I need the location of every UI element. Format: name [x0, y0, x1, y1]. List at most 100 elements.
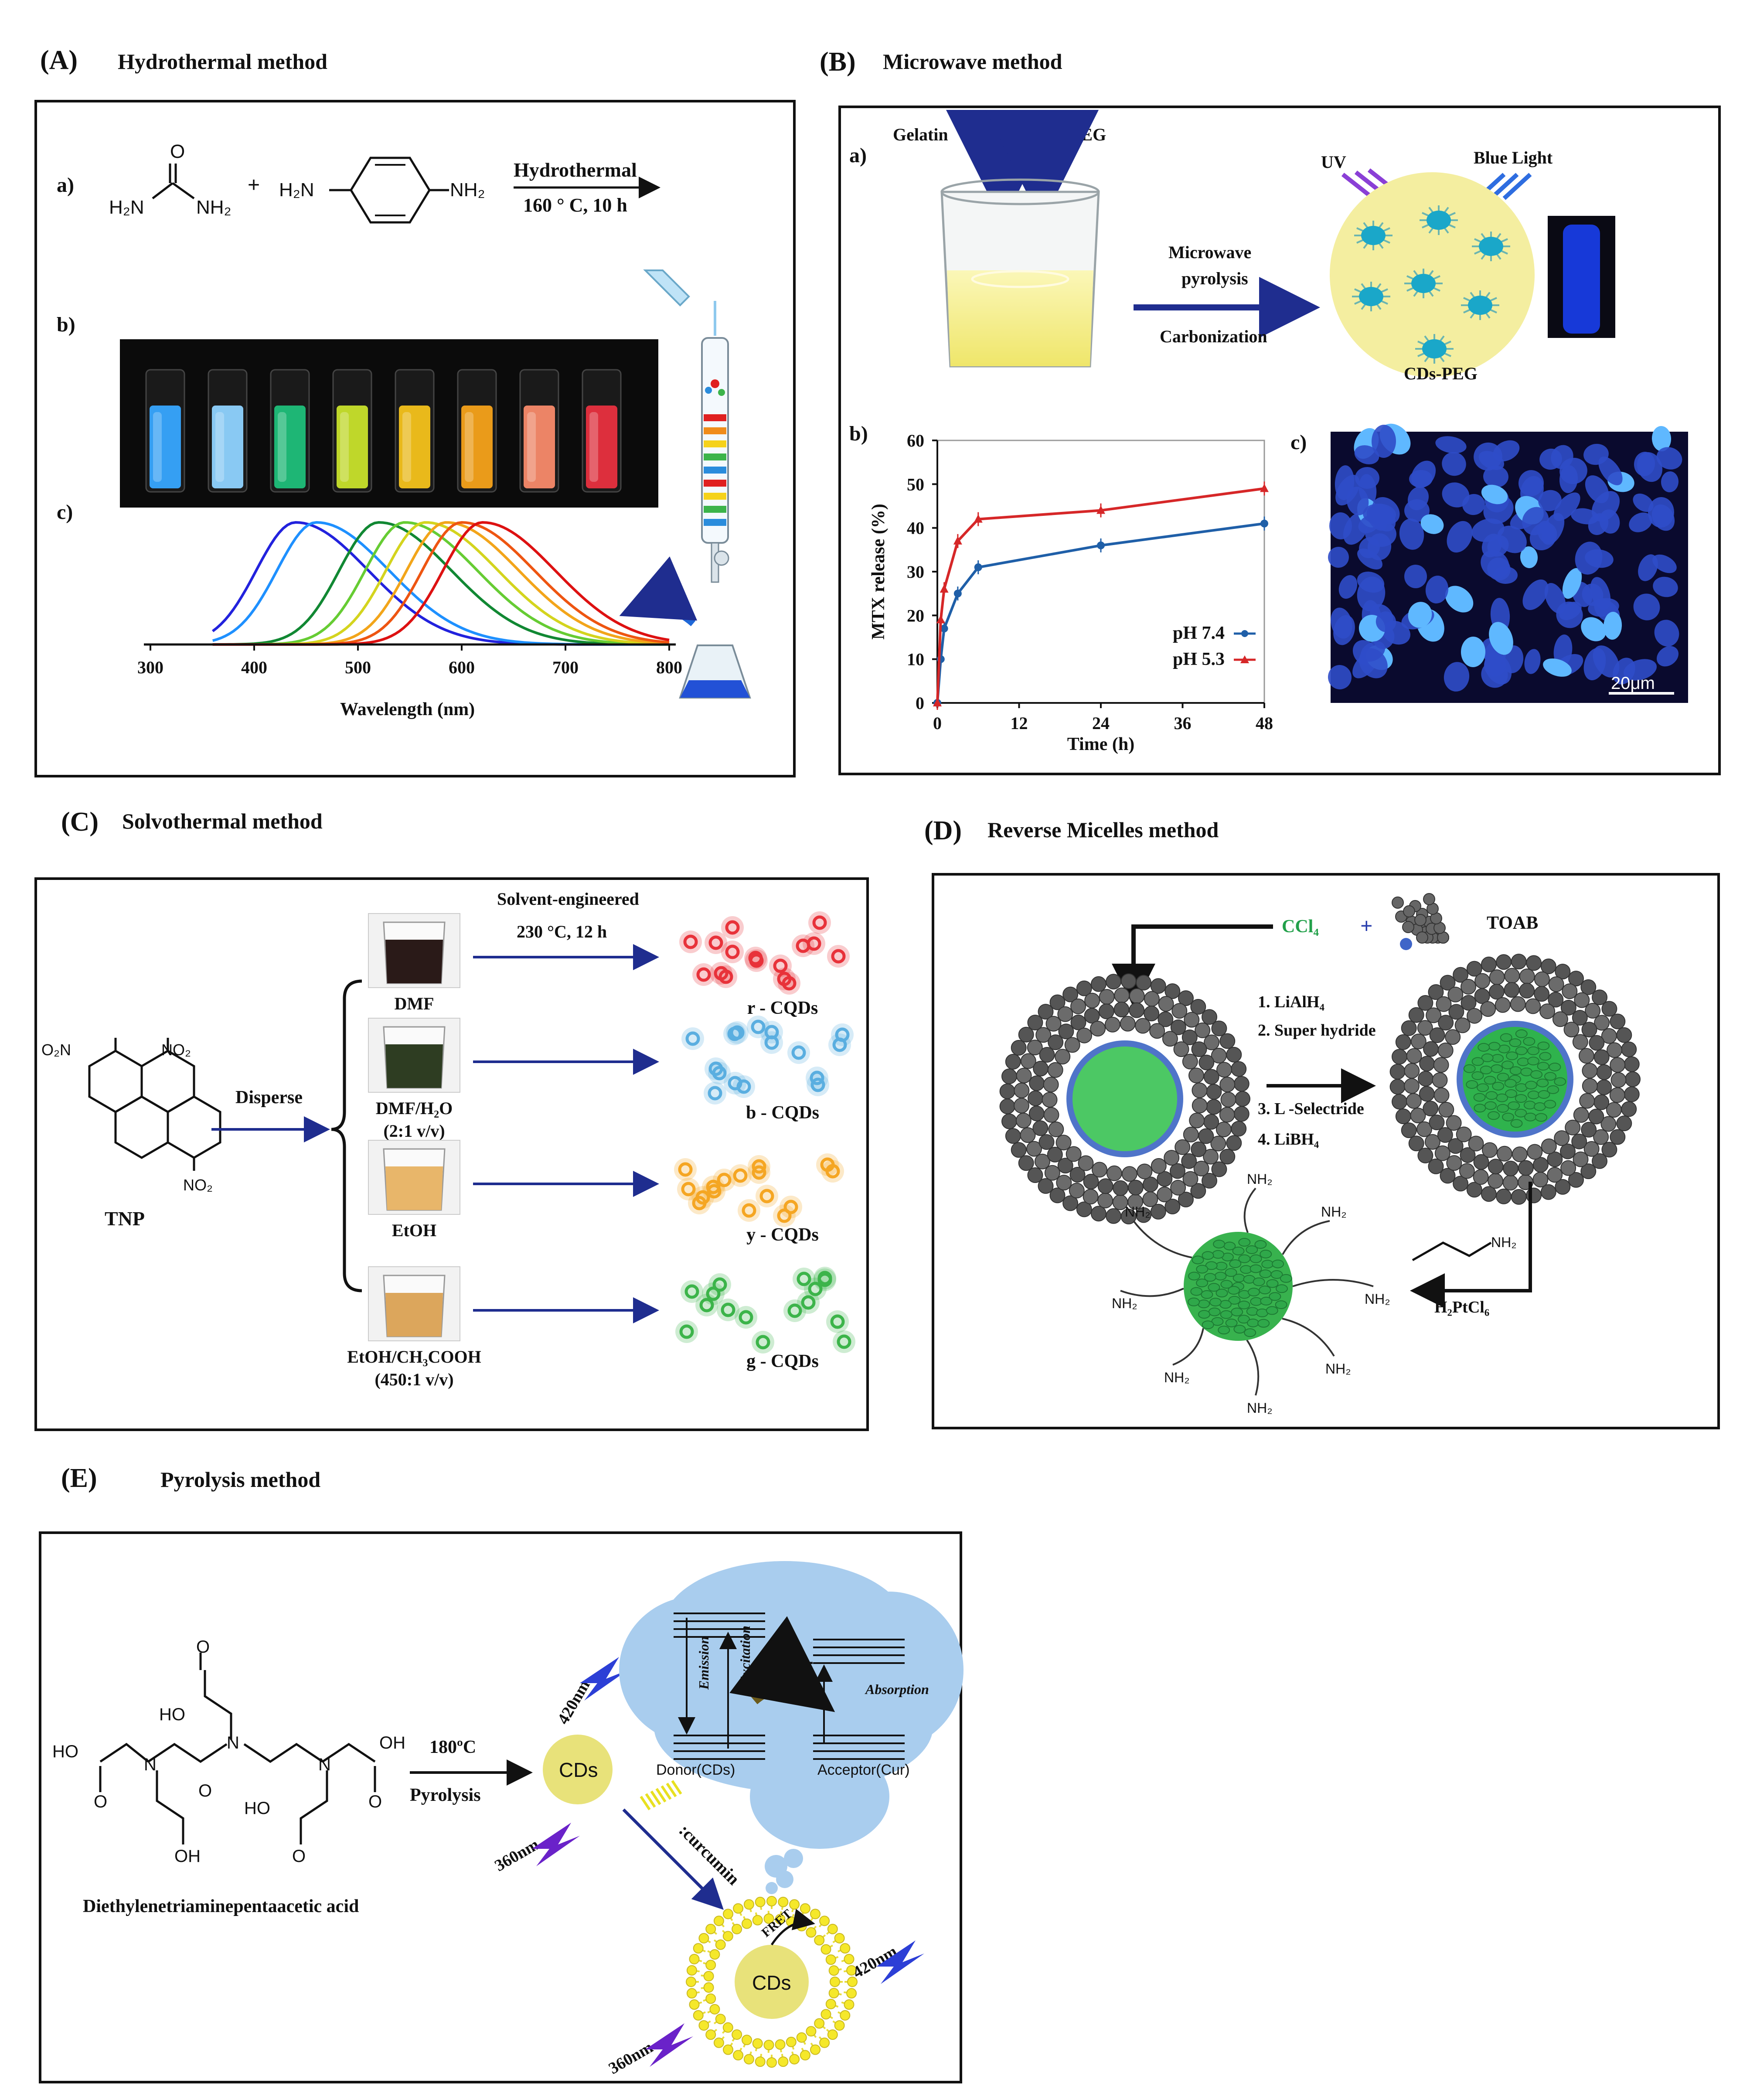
surfactant-head [1104, 1016, 1120, 1033]
series-point [933, 698, 942, 706]
surfactant-head [1609, 1087, 1625, 1103]
cqd-glow [681, 1280, 703, 1303]
surfactant-head [999, 1098, 1015, 1115]
cell-nucleus [1633, 493, 1654, 512]
peg-chain [1448, 212, 1456, 217]
cqd-dot [733, 1168, 748, 1183]
cell-nucleus [1462, 494, 1485, 515]
cqd-product-label: g - CQDs [746, 1351, 819, 1371]
beaker-liquid [385, 1293, 443, 1336]
cqd-glow [724, 1072, 746, 1094]
nanoparticle-grain [1229, 1259, 1242, 1268]
surfactant-head [1601, 1028, 1617, 1044]
surfactant-head [1049, 1187, 1066, 1203]
tnp-no2-right: NO₂ [161, 1041, 191, 1059]
h2ptcl6-label: H₂PtCl₆ [1434, 1298, 1489, 1316]
nanoparticle-grain [1233, 1325, 1246, 1334]
surfactant-head [1488, 984, 1505, 1000]
surfactant-head [1113, 1002, 1130, 1018]
core-grain [1515, 1046, 1528, 1055]
surfactant-head [1437, 1127, 1453, 1143]
cell-nucleus [1518, 470, 1544, 496]
core-grain [1471, 1071, 1484, 1080]
nanoparticle-grain [1228, 1286, 1240, 1295]
surfactant-head [1057, 1006, 1073, 1022]
chart-x-tick-label: 24 [1092, 713, 1110, 733]
surfactant-head [1099, 989, 1115, 1005]
fret-label: FRET [765, 1658, 813, 1678]
cell-nucleus [1333, 615, 1355, 645]
surfactant-head [1585, 1002, 1601, 1019]
vial-liquid [586, 406, 617, 488]
core-grain [1539, 1052, 1552, 1061]
peg-chain [1363, 222, 1369, 228]
cell-nucleus [1481, 484, 1508, 505]
surfactant-head [1171, 1003, 1188, 1019]
cell-nucleus [1335, 474, 1360, 506]
surfactant-head [1001, 1068, 1017, 1084]
lipid-head [844, 1953, 855, 1964]
surfactant-head [1624, 1086, 1640, 1102]
cqd-dot [810, 1070, 824, 1085]
plus-sign: + [248, 174, 260, 197]
vial-highlight [527, 412, 536, 482]
surfactant-head [1043, 1077, 1059, 1093]
cell-nucleus [1372, 497, 1400, 524]
surfactant-head [1446, 1155, 1462, 1171]
amine-label: NH₂ [1112, 1295, 1137, 1311]
surfactant-head [1151, 1158, 1167, 1174]
core-grain [1527, 1046, 1540, 1055]
surfactant-head [1190, 1183, 1206, 1199]
lipid-head [733, 2050, 744, 2061]
surfactant-head [1433, 1057, 1449, 1073]
peg-chain [1444, 227, 1449, 234]
surfactant-head [1175, 1139, 1191, 1155]
surfactant-head [1416, 1121, 1432, 1137]
surfactant-head [1069, 1183, 1085, 1199]
series-point [1260, 519, 1268, 528]
solvent-label: DMF [394, 994, 434, 1013]
chart-y-tick-label: 0 [916, 693, 924, 713]
core-grain [1537, 1062, 1549, 1071]
surfactant-head [1042, 1092, 1058, 1108]
tnp-structure [88, 1038, 221, 1171]
lipid-head [806, 1927, 817, 1938]
vial-highlight [402, 412, 411, 482]
surfactant-head [1219, 1033, 1236, 1049]
surfactant-head [1434, 1145, 1450, 1161]
surfactant-head [1038, 1004, 1054, 1020]
lipid-head [742, 2035, 752, 2045]
cqd-glow [821, 1160, 844, 1183]
surfactant-head [1453, 1176, 1469, 1192]
surfactant-head [1571, 1133, 1587, 1149]
tnp-no2-left: O₂N [41, 1041, 71, 1059]
liposome [686, 1896, 858, 2068]
lipid-head [846, 1988, 857, 1999]
solvent-label: EtOH/CH₃COOH [347, 1347, 481, 1367]
column-band [704, 440, 726, 447]
surfactant-head [1204, 1034, 1220, 1050]
surfactant-head [1216, 1062, 1232, 1078]
vial-highlight [278, 412, 286, 482]
surfactant-head [1129, 1002, 1145, 1018]
surfactant-head [1560, 1143, 1576, 1159]
surfactant-head [1417, 995, 1433, 1011]
surfactant-head [1588, 1108, 1604, 1125]
surfactant-head [1512, 1146, 1528, 1162]
cqd-glow [692, 963, 715, 986]
cds-peg-particle [1330, 172, 1535, 377]
peg-chain [1489, 309, 1497, 314]
nanoparticle-grain [1196, 1265, 1209, 1274]
panel-c-title: Solvothermal method [122, 809, 323, 833]
surfactant-head [1446, 1115, 1462, 1131]
surfactant-head [1428, 1158, 1444, 1174]
cqd-glow [715, 965, 737, 988]
surfactant-head [1020, 1127, 1036, 1143]
surfactant-head [1555, 1179, 1571, 1195]
cqd-glow [797, 1291, 820, 1314]
lipid-head [755, 1896, 766, 1907]
vial-liquid [461, 406, 493, 488]
cell-nucleus [1588, 513, 1609, 535]
surfactant-head [1503, 1160, 1519, 1176]
peg-chain [1444, 352, 1451, 357]
